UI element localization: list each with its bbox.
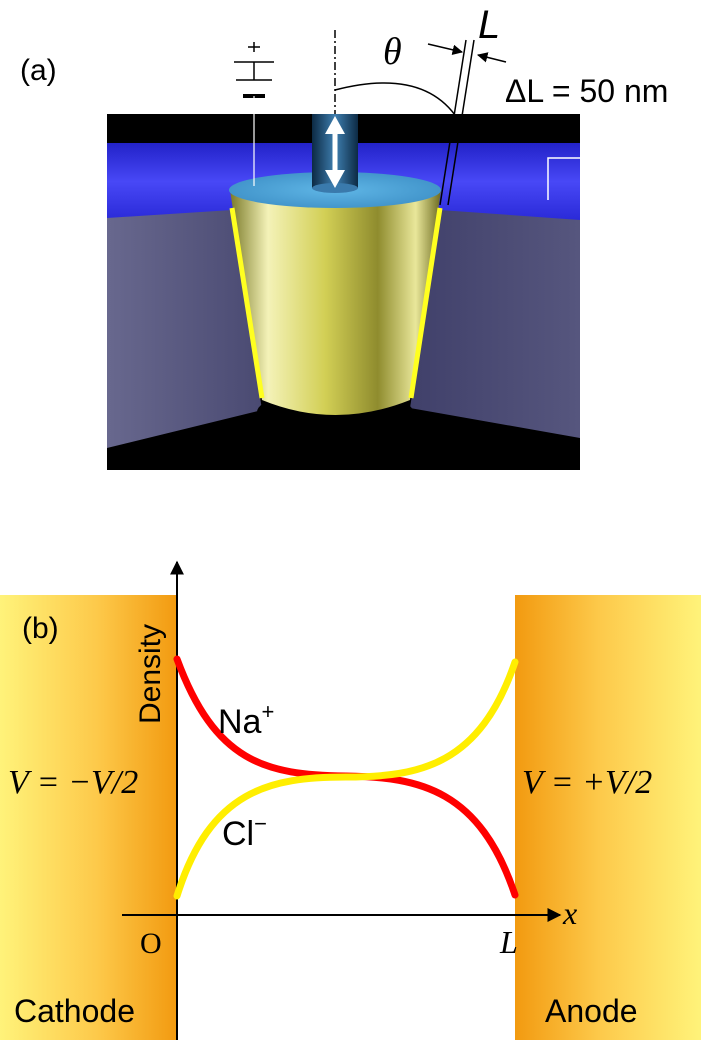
x-end-label: L (499, 924, 518, 960)
theta-label: θ (383, 31, 402, 73)
slant-line-inner (439, 39, 467, 206)
slant-line-outer (447, 39, 475, 206)
thickness-arrow-left (427, 43, 464, 55)
ground-icon (547, 146, 619, 200)
cathode-electrode (0, 595, 177, 1040)
x-axis-label: x (562, 895, 577, 931)
y-axis-label: Density (134, 624, 167, 724)
theta-arc (334, 82, 456, 116)
cl-label: Cl− (222, 811, 267, 853)
left-wall (107, 210, 262, 448)
battery-icon (234, 42, 274, 186)
delta-L-label: ΔL = 50 nm (505, 73, 668, 109)
right-rim-line (408, 207, 443, 399)
right-wall (410, 210, 580, 438)
panel-a-label: (a) (20, 54, 57, 87)
na-label: Na+ (218, 699, 274, 741)
panel-b-label: (b) (22, 612, 59, 645)
anode-electrode (515, 595, 701, 1040)
cl-density-curve (173, 658, 519, 900)
thickness-arrow-right (476, 52, 507, 63)
left-rim-line (229, 207, 265, 399)
anode-label: Anode (545, 993, 638, 1029)
L-label: L (478, 3, 500, 47)
gold-cone (230, 190, 441, 415)
anode-potential: V = +V/2 (522, 764, 652, 801)
double-arrow-icon (325, 116, 345, 188)
origin-label: O (140, 927, 162, 960)
cathode-potential: V = −V/2 (8, 764, 138, 801)
panel-a: (a) θ (20, 3, 668, 470)
panel-b: (b) Density Na+ Cl− V = −V/2 V = +V/2 O … (0, 560, 701, 1040)
cathode-label: Cathode (14, 993, 135, 1029)
